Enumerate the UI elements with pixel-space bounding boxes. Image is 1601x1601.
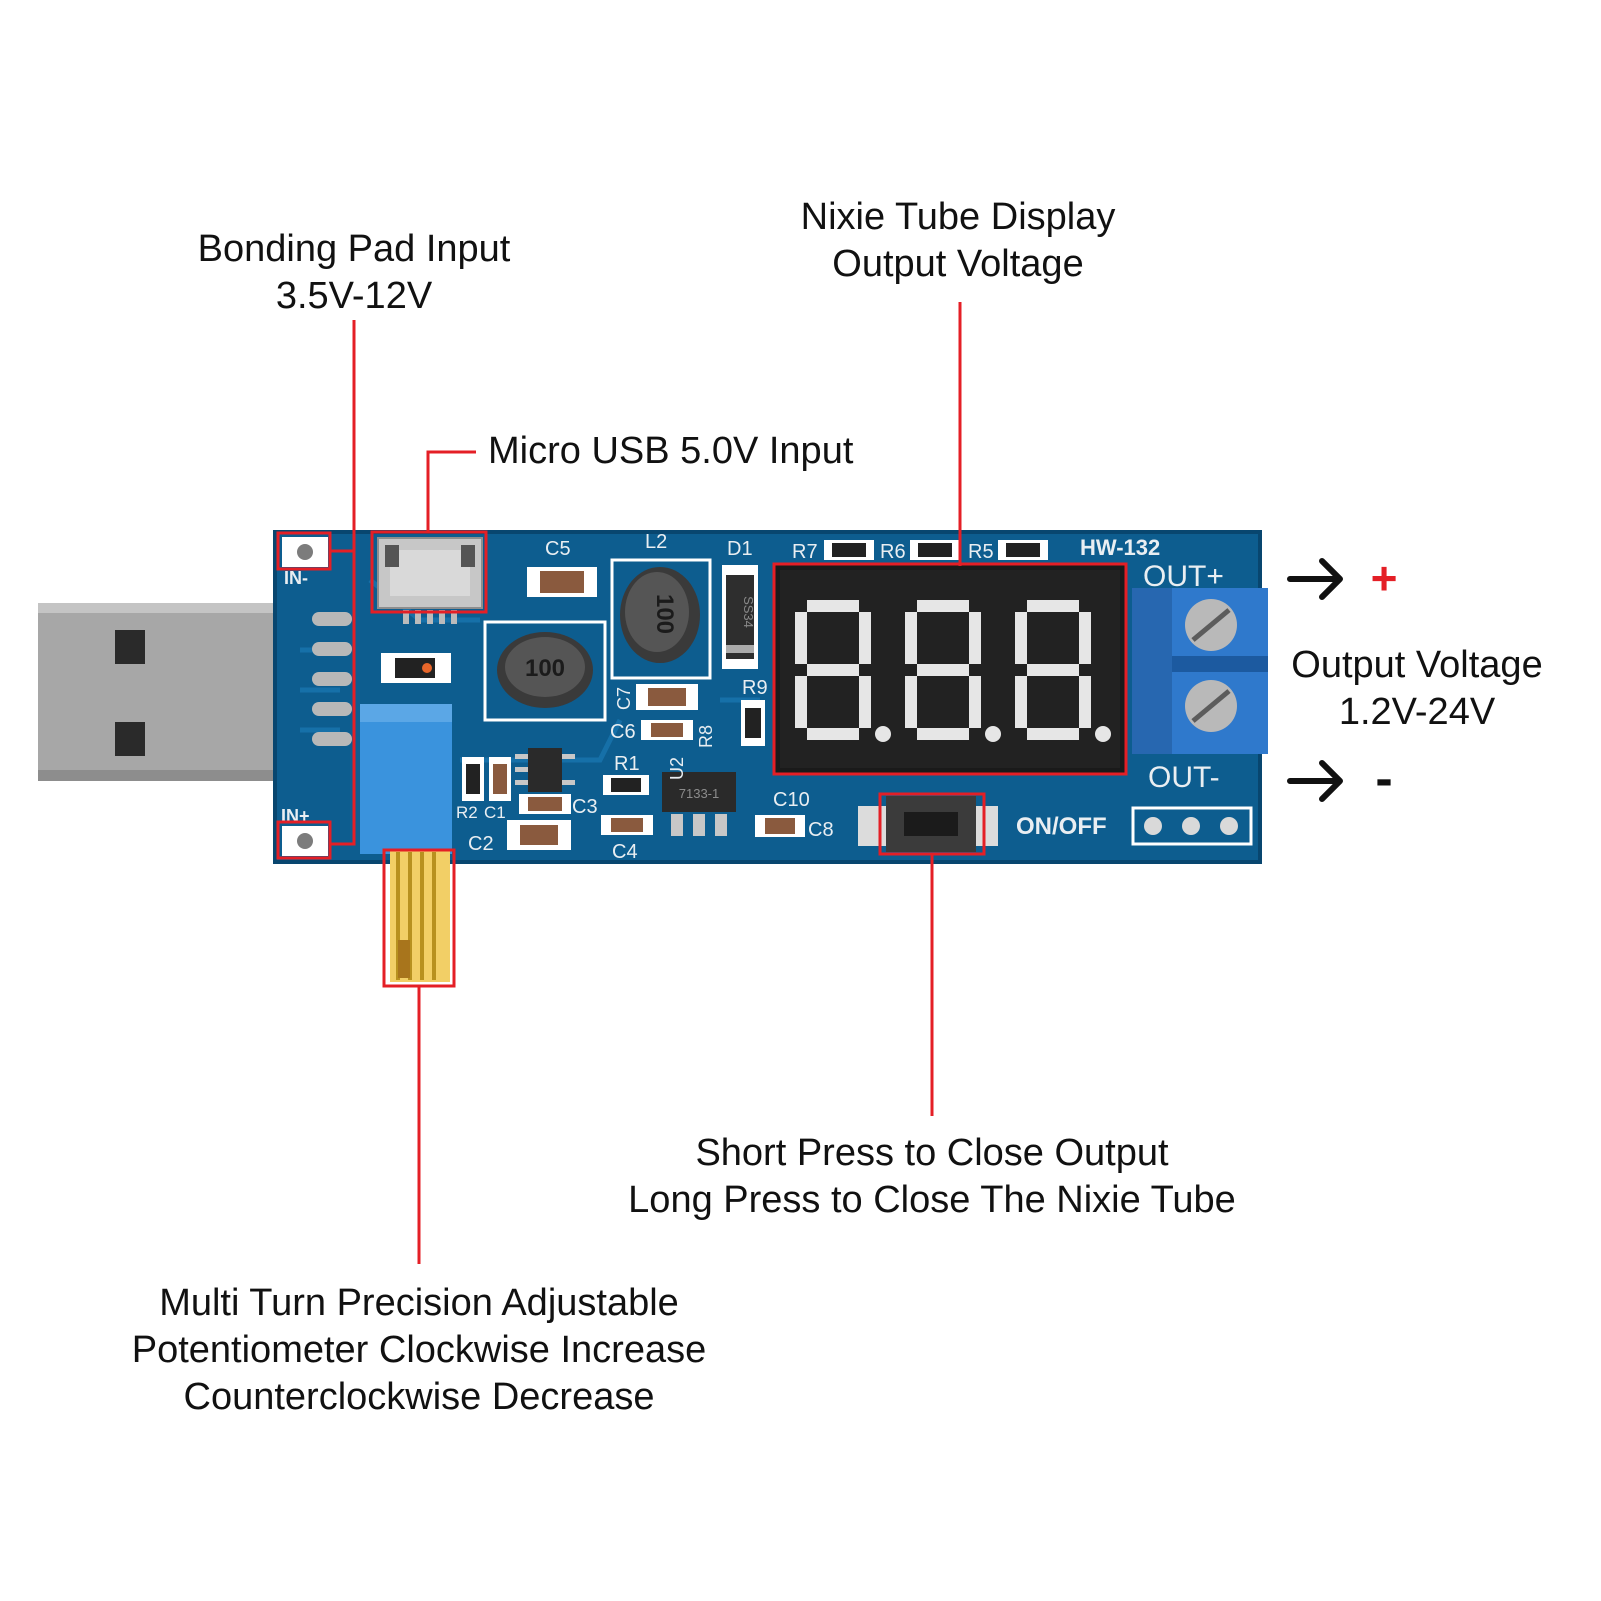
potentiometer-line-2: Potentiometer Clockwise Increase [131,1329,707,1371]
bonding-pad-title: Bonding Pad Input [197,228,511,270]
minus-symbol: - [1375,750,1392,808]
bonding-pad-leader [330,320,356,846]
potentiometer-callout: Multi Turn Precision Adjustable Potentio… [104,1280,734,1421]
board-model-label: HW-132 [1080,535,1160,560]
display-segment [905,676,917,728]
diode-d1: SS34 [722,565,758,669]
display-segment [917,664,969,676]
potentiometer [360,704,452,982]
display-segment [795,676,807,728]
potentiometer-line-3: Counterclockwise Decrease [183,1376,655,1418]
display-segment [859,676,871,728]
display-segment [807,600,859,612]
plus-symbol: + [1371,552,1398,604]
label-r6: R6 [880,541,906,563]
label-c10: C10 [773,789,810,811]
display-segment [917,728,969,740]
micro-usb-connector [377,537,483,624]
display-segment [1027,728,1079,740]
label-r5: R5 [968,541,994,563]
micro-usb-label: Micro USB 5.0V Input [488,430,854,472]
button-long-press: Long Press to Close The Nixie Tube [628,1179,1236,1221]
label-c3: C3 [572,796,598,818]
nixie-display-subtitle: Output Voltage [832,243,1084,285]
display-segment [807,728,859,740]
display-segment [969,676,981,728]
label-c8: C8 [808,819,834,841]
label-c1: C1 [484,803,506,822]
label-u2: U2 [667,757,687,780]
label-l2: L2 [645,531,667,553]
callout-lines [276,302,1128,1264]
label-r2: R2 [456,803,478,822]
bonding-pads [282,537,328,856]
ic-u2: 7133-1 [662,772,736,836]
label-r9: R9 [742,677,768,699]
inductors: 100 100 [483,558,712,722]
terminal-block [1132,588,1268,754]
ic-marking: 7133-1 [679,786,719,801]
smd-components [381,540,1048,850]
output-voltage-title: Output Voltage [1291,644,1543,686]
display-decimal-point [875,726,891,742]
label-r1: R1 [614,753,640,775]
label-d1: D1 [727,538,753,560]
out-plus-label: OUT+ [1143,560,1224,593]
display-segment [1027,600,1079,612]
seven-segment-display [774,564,1126,774]
label-c4: C4 [612,841,638,863]
label-r8: R8 [696,725,716,748]
display-decimal-point [985,726,1001,742]
label-r7: R7 [792,541,818,563]
out-minus-label: OUT- [1148,761,1220,794]
ic-small [515,748,575,792]
usb-pins [312,612,352,746]
label-c6: C6 [610,721,636,743]
display-segment [969,612,981,664]
micro-usb-leader [426,450,476,532]
display-decimal-point [1095,726,1111,742]
pin-header [1131,806,1253,846]
label-c5: C5 [545,538,571,560]
bonding-pad-callout: Bonding Pad Input 3.5V-12V [154,226,554,320]
label-c2: C2 [468,833,494,855]
display-segment [807,664,859,676]
display-segment [1015,612,1027,664]
nixie-display-callout: Nixie Tube Display Output Voltage [758,194,1158,288]
display-segment [859,612,871,664]
display-segment [1079,612,1091,664]
diode-marking: SS34 [741,596,756,628]
bonding-pad-frame-bottom [276,820,332,860]
display-segment [795,612,807,664]
inductor-marking-1: 100 [525,655,565,682]
label-c7: C7 [614,687,634,710]
nixie-display-title: Nixie Tube Display [800,196,1116,238]
output-voltage-range: 1.2V-24V [1338,691,1496,733]
display-segment [905,612,917,664]
bonding-pad-range: 3.5V-12V [275,275,433,317]
silkscreen-labels: HW-132 OUT+ OUT- ON/OFF IN- IN+ C5 L2 D1… [281,531,1224,863]
display-frame [772,562,1128,776]
output-voltage-callout: Output Voltage 1.2V-24V [1282,642,1552,736]
potentiometer-line-1: Multi Turn Precision Adjustable [159,1282,679,1324]
display-segment [1027,664,1079,676]
arrow-right-icon [1287,760,1343,802]
button-short-press: Short Press to Close Output [695,1132,1169,1174]
micro-usb-callout: Micro USB 5.0V Input [488,428,853,475]
display-segment [1015,676,1027,728]
inductor-marking-2: 100 [651,594,678,634]
in-minus-label: IN- [284,568,308,588]
button-callout: Short Press to Close Output Long Press t… [592,1130,1272,1224]
display-segment [1079,676,1091,728]
output-arrows [1287,558,1343,802]
on-off-label: ON/OFF [1016,813,1107,840]
display-segment [917,600,969,612]
arrow-right-icon [1287,558,1343,600]
